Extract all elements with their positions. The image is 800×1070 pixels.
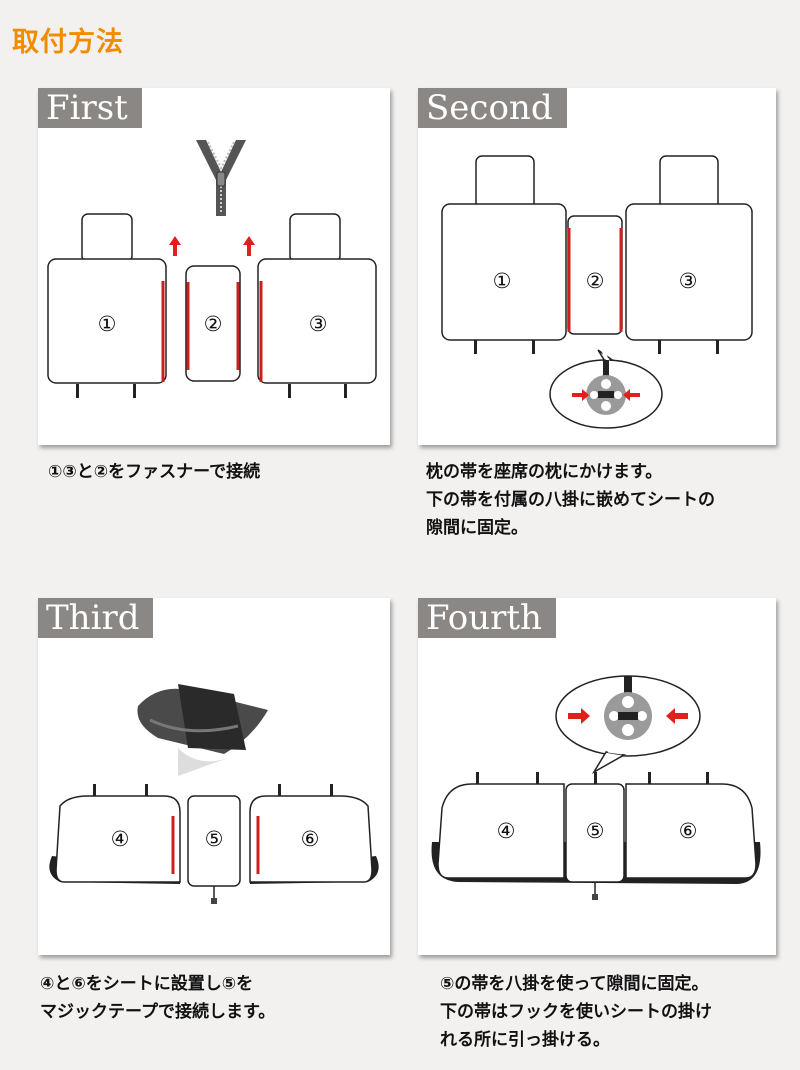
hook-detail-bubble bbox=[555, 675, 701, 775]
seat-number-3: ③ bbox=[679, 269, 698, 293]
step-label-fourth: Fourth bbox=[418, 598, 556, 638]
seat-2: ② bbox=[185, 265, 241, 382]
step-third-caption: ④と⑥をシートに設置し⑤を マジックテープで接続します。 bbox=[40, 974, 276, 1022]
step-second-panel: Second ① ② ③ bbox=[418, 88, 776, 445]
seat-number-1: ① bbox=[98, 312, 117, 336]
step-label-third: Third bbox=[38, 598, 154, 638]
arrow-up-icon bbox=[243, 236, 255, 256]
seat-2: ② bbox=[567, 215, 623, 335]
zipper-icon bbox=[196, 140, 246, 216]
step-first-panel: First ① ② bbox=[38, 88, 390, 445]
seat-number-2: ② bbox=[204, 312, 223, 336]
step-label-second: Second bbox=[418, 88, 567, 128]
arrow-left-icon bbox=[623, 389, 640, 401]
page-title: 取付方法 bbox=[12, 27, 124, 58]
seat-5: ⑤ bbox=[565, 783, 625, 900]
arrow-left-icon bbox=[666, 708, 688, 724]
seat-number-4: ④ bbox=[497, 819, 516, 843]
arrow-right-icon bbox=[572, 389, 589, 401]
step-third-panel: Third ④ ⑤ bbox=[38, 598, 390, 955]
step-first-illustration: ① ② ③ bbox=[47, 140, 377, 398]
seat-number-3: ③ bbox=[309, 312, 328, 336]
seat-number-5: ⑤ bbox=[586, 819, 605, 843]
seat-4: ④ bbox=[49, 784, 181, 884]
step-fourth-caption: ⑤の帯を八掛を使って隙間に固定。 下の帯はフックを使いシートの掛け れる所に引っ… bbox=[440, 974, 712, 1050]
seat-number-6: ⑥ bbox=[301, 827, 320, 851]
step-second-illustration: ① ② ③ bbox=[441, 155, 753, 429]
seat-number-6: ⑥ bbox=[679, 819, 698, 843]
seat-number-1: ① bbox=[493, 269, 512, 293]
step-fourth-panel: Fourth ④ ⑥ bbox=[418, 598, 776, 955]
step-label-first: First bbox=[38, 88, 142, 128]
seat-5: ⑤ bbox=[187, 795, 241, 904]
seat-number-2: ② bbox=[586, 269, 605, 293]
seat-1: ① bbox=[47, 213, 167, 398]
velcro-icon bbox=[137, 684, 268, 776]
seat-3: ③ bbox=[625, 155, 753, 354]
seat-1: ① bbox=[441, 155, 567, 354]
arrow-up-icon bbox=[169, 236, 181, 256]
step-fourth-illustration: ④ ⑥ ⑤ bbox=[431, 675, 761, 900]
step-third-illustration: ④ ⑤ ⑥ bbox=[49, 684, 379, 904]
step-second-caption: 枕の帯を座席の枕にかけます。 下の帯を付属の八掛に嵌めてシートの 隙間に固定。 bbox=[426, 462, 715, 538]
seat-number-5: ⑤ bbox=[205, 827, 224, 851]
seat-6: ⑥ bbox=[625, 783, 757, 879]
seat-4: ④ bbox=[437, 783, 565, 879]
seat-number-4: ④ bbox=[111, 827, 130, 851]
seat-6: ⑥ bbox=[249, 784, 379, 884]
step-first-caption: ①③と②をファスナーで接続 bbox=[48, 462, 261, 482]
seat-3: ③ bbox=[257, 213, 377, 398]
arrow-right-icon bbox=[568, 708, 590, 724]
hook-detail-bubble bbox=[549, 349, 663, 429]
